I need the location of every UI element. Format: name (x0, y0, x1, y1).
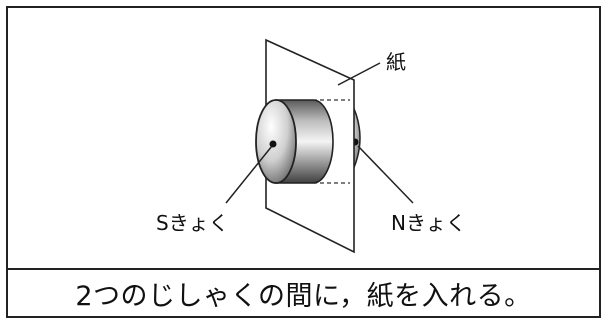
n-leader-line (357, 145, 414, 204)
caption-bar: 2つのじしゃくの間に，紙を入れる。 (8, 268, 599, 316)
s-pole-dot (269, 140, 277, 148)
magnet-paper-diagram: 紙 Sきょく Nきょく (156, 38, 466, 254)
s-magnet-face (255, 99, 297, 184)
paper-label: 紙 (386, 50, 406, 74)
n-pole-label: Nきょく (391, 211, 466, 235)
s-pole-label: Sきょく (156, 211, 229, 235)
paper-leader-line (337, 62, 381, 86)
figure-frame: 紙 Sきょく Nきょく 2つのじしゃくの間に，紙を入れる。 (6, 6, 601, 318)
caption-text: 2つのじしゃくの間に，紙を入れる。 (75, 280, 532, 312)
s-leader-line (225, 145, 273, 204)
